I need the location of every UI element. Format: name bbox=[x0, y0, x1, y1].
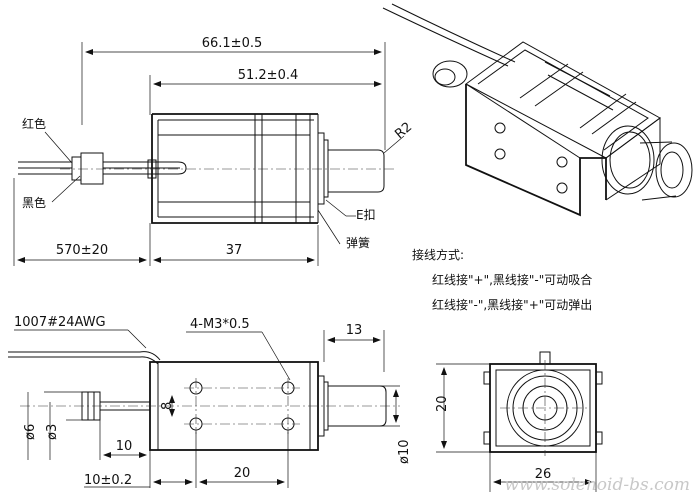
wiring-notes: 接线方式: 红线接"+",黑线接"-"可动吸合 红线接"-",黑线接"+"可动弹… bbox=[412, 247, 592, 312]
dim-body-length: 51.2±0.4 bbox=[238, 68, 299, 83]
wiring-notes-title: 接线方式: bbox=[412, 247, 464, 262]
dim-end-width: 26 bbox=[535, 467, 552, 482]
wiring-notes-line2: 红线接"-",黑线接"+"可动弹出 bbox=[432, 297, 592, 312]
end-view: 20 26 bbox=[435, 351, 603, 492]
label-plunger-radius: R2 bbox=[392, 120, 415, 143]
dim-end-dia-outer: ø6 bbox=[23, 424, 38, 440]
dim-end-dia-inner: ø3 bbox=[45, 424, 60, 440]
label-mount-holes: 4-M3*0.5 bbox=[190, 317, 250, 332]
side-view: 1007#24AWG 4-M3*0.5 13 8 bbox=[8, 315, 412, 488]
dim-lead-length: 570±20 bbox=[56, 243, 108, 258]
dim-plunger-dia: ø10 bbox=[397, 440, 412, 465]
dim-rod-length: 10 bbox=[116, 439, 133, 454]
dim-frame-length: 37 bbox=[226, 243, 243, 258]
label-spring: 弹簧 bbox=[346, 235, 370, 250]
top-view: 66.1±0.5 51.2±0.4 R2 bbox=[13, 36, 415, 266]
dim-end-height: 20 bbox=[435, 395, 450, 412]
dim-hole-pitch: 20 bbox=[234, 466, 251, 481]
dim-overall-length: 66.1±0.5 bbox=[202, 36, 263, 51]
dim-rod-length-tol: 10±0.2 bbox=[84, 473, 132, 488]
frame-outline bbox=[151, 113, 318, 224]
label-black-wire: 黑色 bbox=[22, 196, 46, 210]
label-red-wire: 红色 bbox=[22, 116, 46, 131]
isometric-view bbox=[382, 3, 693, 217]
label-wire-spec: 1007#24AWG bbox=[14, 315, 106, 330]
wiring-notes-line1: 红线接"+",黑线接"-"可动吸合 bbox=[432, 272, 592, 287]
dim-plunger-extension: 13 bbox=[346, 323, 363, 338]
watermark: www.solenoid-bs.com bbox=[504, 475, 690, 495]
label-e-clip: E扣 bbox=[356, 208, 376, 222]
